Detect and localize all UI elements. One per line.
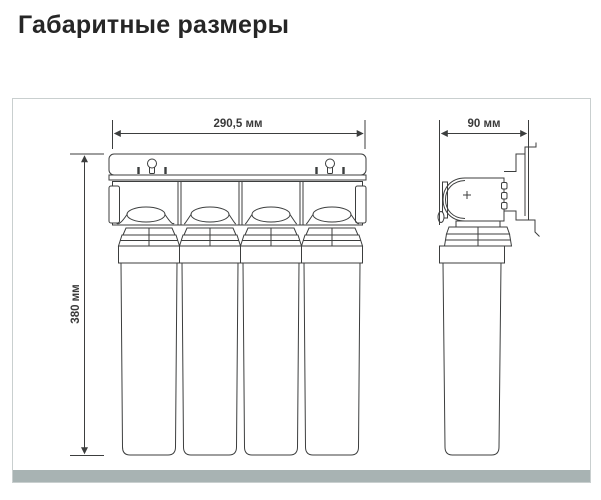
cartridge <box>178 227 242 456</box>
cartridge <box>300 227 364 456</box>
manifold-end-cap <box>108 185 120 224</box>
side-view <box>437 142 540 456</box>
filter-head-block <box>108 181 367 226</box>
width-dimension: 290,5 мм <box>112 118 366 149</box>
depth-dimension-label: 90 мм <box>467 118 500 130</box>
manifold-end-cap <box>355 185 367 224</box>
wall-bracket <box>504 142 540 237</box>
side-clip <box>437 211 445 223</box>
page-title: Габаритные размеры <box>18 11 290 39</box>
pivot-cross-mark <box>463 191 471 199</box>
side-front-plate <box>442 181 448 219</box>
keyhole-slot <box>315 158 345 174</box>
width-dimension-label: 290,5 мм <box>214 118 263 130</box>
height-dimension-label: 380 мм <box>70 284 82 323</box>
side-cartridge <box>439 220 513 456</box>
keyhole-slot <box>137 158 167 174</box>
height-dimension: 380 мм <box>70 153 104 456</box>
dimension-drawing: 290,5 мм 380 мм 90 мм <box>13 118 590 482</box>
dimensions-panel: 290,5 мм 380 мм 90 мм <box>12 98 591 483</box>
floor-bar <box>13 470 590 482</box>
cartridge <box>117 227 181 456</box>
front-view <box>108 153 367 456</box>
cartridge <box>239 227 303 456</box>
bracket-band <box>108 174 367 181</box>
depth-dimension: 90 мм <box>439 118 529 225</box>
